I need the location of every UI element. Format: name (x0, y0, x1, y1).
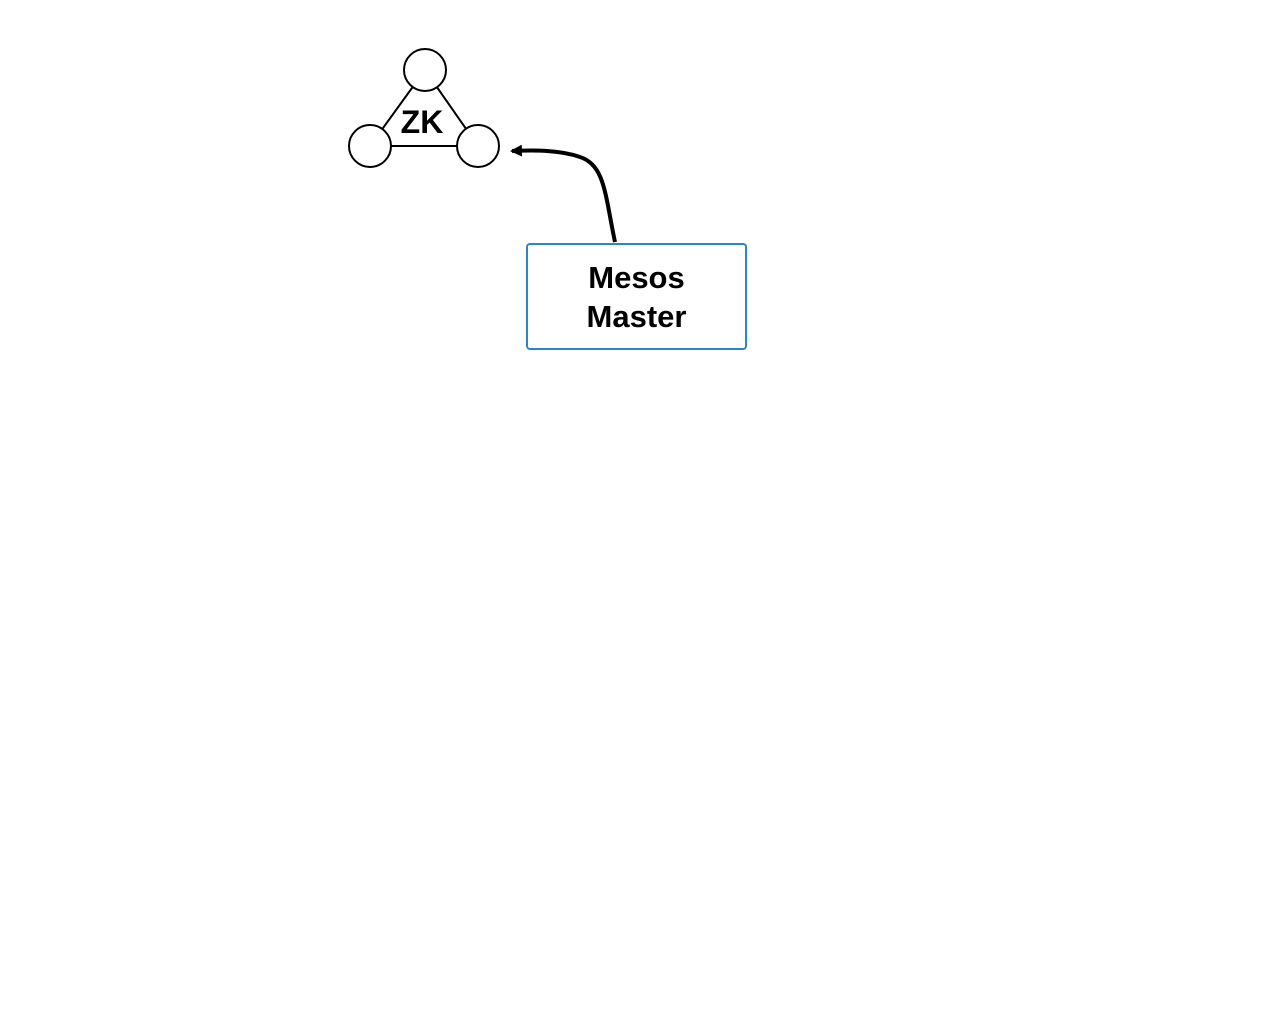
zk-node-left (348, 124, 392, 168)
zk-label: ZK (401, 104, 444, 140)
zookeeper-cluster: ZK (348, 48, 500, 168)
master-to-zk-arrow (510, 144, 617, 243)
mesos-master-node: Mesos Master (526, 243, 747, 350)
master-label-line1: Mesos (588, 259, 685, 295)
zk-node-top (403, 48, 447, 92)
master-label-line2: Master (586, 298, 687, 334)
zk-node-right (456, 124, 500, 168)
